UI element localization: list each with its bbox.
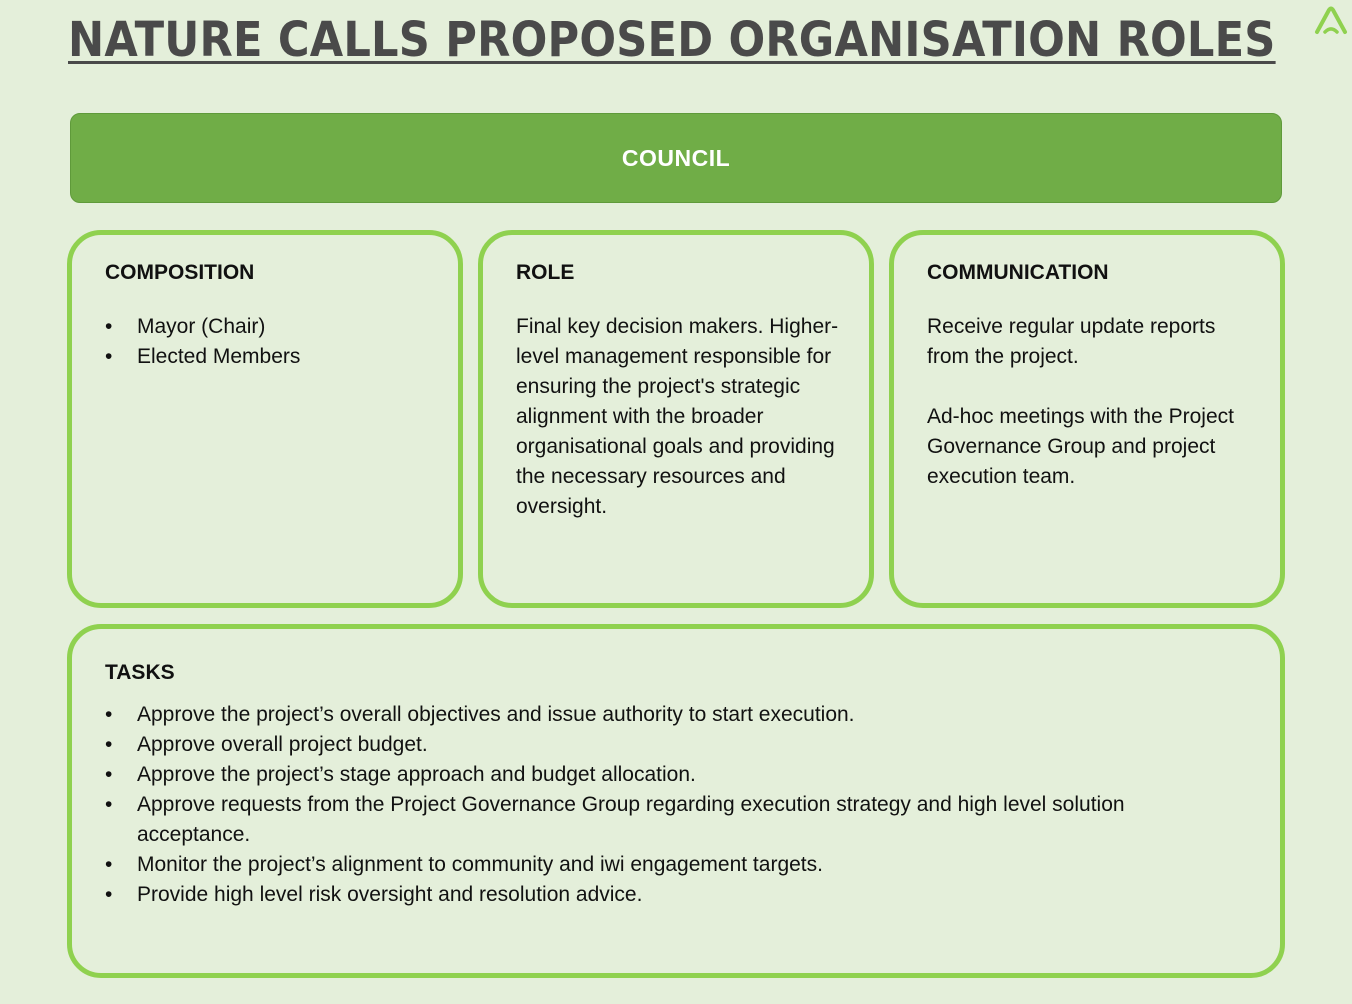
page-title: NATURE CALLS PROPOSED ORGANISATION ROLES: [68, 12, 1276, 68]
role-heading: ROLE: [516, 261, 575, 284]
composition-heading: COMPOSITION: [105, 261, 255, 284]
list-item: Elected Members: [105, 342, 432, 372]
tasks-heading: TASKS: [105, 661, 175, 684]
tasks-card: TASKS Approve the project’s overall obje…: [67, 624, 1285, 978]
role-body: Final key decision makers. Higher-level …: [516, 312, 843, 522]
list-item: Approve the project’s stage approach and…: [105, 760, 1240, 790]
composition-card: COMPOSITION Mayor (Chair) Elected Member…: [67, 230, 463, 608]
composition-list: Mayor (Chair) Elected Members: [105, 312, 432, 372]
role-text: Final key decision makers. Higher-level …: [516, 315, 839, 518]
communication-body: Receive regular update reports from the …: [927, 312, 1254, 492]
communication-paragraph: Ad-hoc meetings with the Project Governa…: [927, 405, 1234, 488]
list-item: Approve overall project budget.: [105, 730, 1240, 760]
communication-card: COMMUNICATION Receive regular update rep…: [889, 230, 1285, 608]
communication-heading: COMMUNICATION: [927, 261, 1109, 284]
list-item: Approve requests from the Project Govern…: [105, 790, 1240, 850]
list-item: Approve the project’s overall objectives…: [105, 700, 1240, 730]
list-item: Monitor the project’s alignment to commu…: [105, 850, 1240, 880]
council-label: COUNCIL: [621, 144, 731, 171]
list-item: Mayor (Chair): [105, 312, 432, 342]
tasks-body: Approve the project’s overall objectives…: [105, 700, 1240, 910]
role-card: ROLE Final key decision makers. Higher-l…: [478, 230, 874, 608]
communication-paragraph: Receive regular update reports from the …: [927, 315, 1216, 368]
list-item: Provide high level risk oversight and re…: [105, 880, 1240, 910]
council-banner: COUNCIL: [70, 113, 1282, 203]
tasks-list: Approve the project’s overall objectives…: [105, 700, 1240, 910]
composition-body: Mayor (Chair) Elected Members: [105, 312, 432, 372]
chevron-up-icon: [1315, 6, 1347, 34]
